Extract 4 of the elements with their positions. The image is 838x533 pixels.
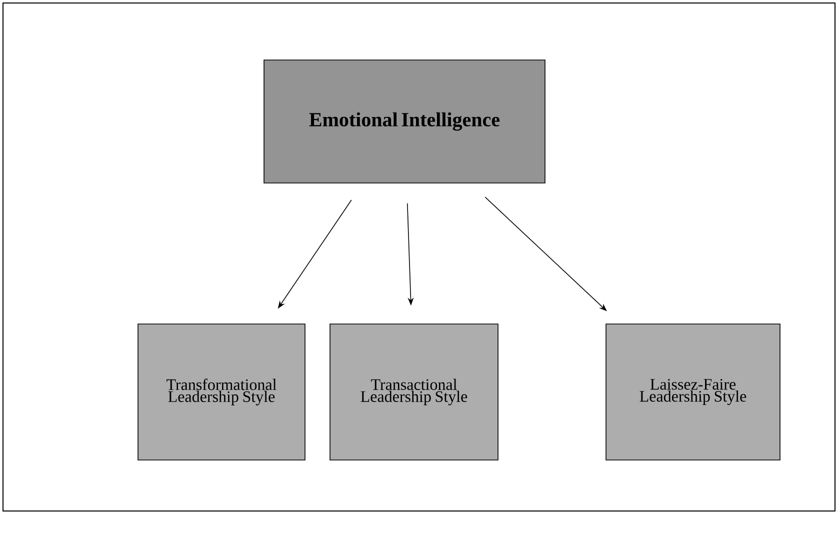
concept-box: Emotional Intelligence xyxy=(264,60,546,184)
style-box: Transactional Leadership Style xyxy=(330,324,498,460)
style-box: Laissez-Faire Leadership Style xyxy=(606,324,780,460)
style-box: Transformational Leadership Style xyxy=(138,324,306,460)
